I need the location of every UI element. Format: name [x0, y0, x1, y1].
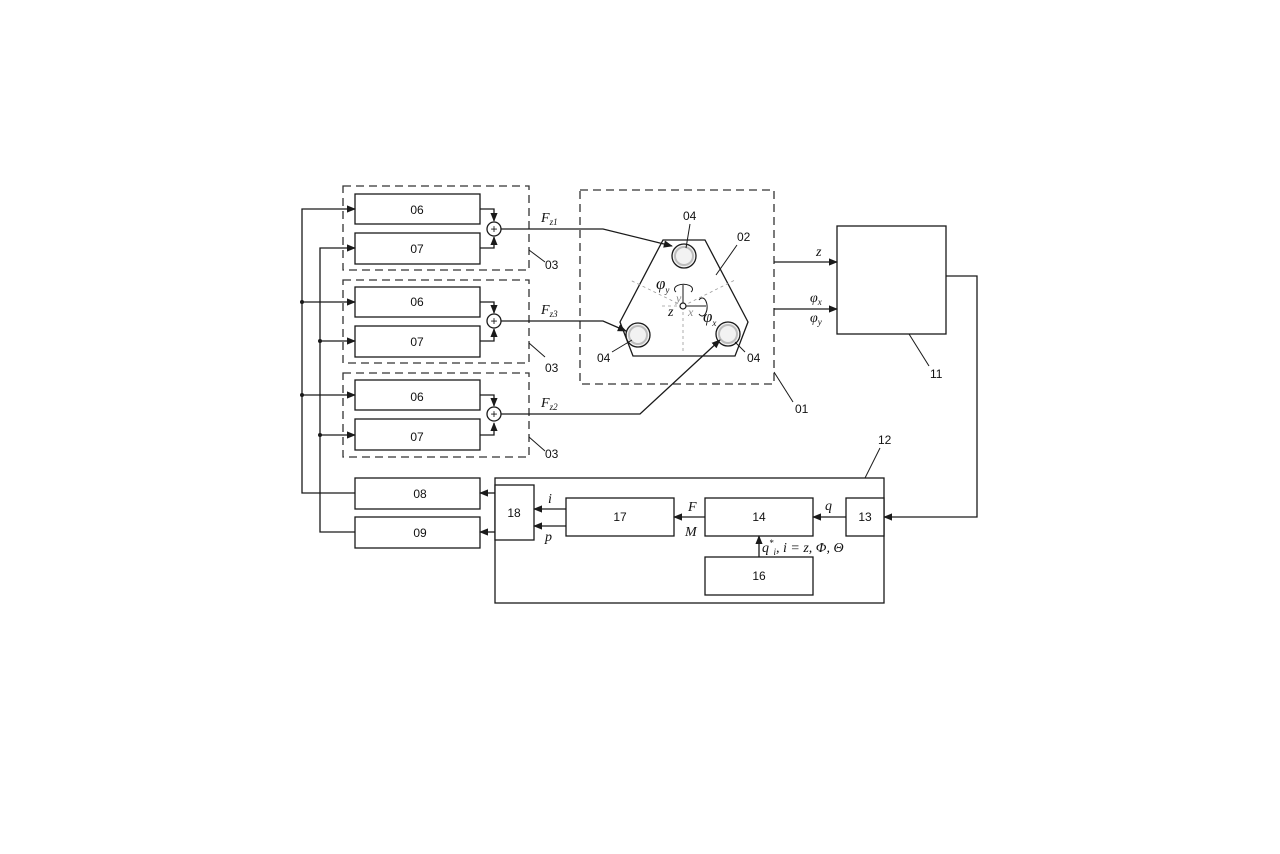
block-06-group3-label: 06: [410, 295, 424, 309]
platform-frame: [579, 189, 775, 385]
block-07-group2: [354, 418, 481, 451]
axis-x-label: x: [687, 305, 694, 319]
label-04-top: 04: [683, 209, 697, 223]
axis-y-label: y: [675, 291, 682, 305]
signal-F-label: F: [687, 500, 697, 515]
block-08: [354, 477, 481, 510]
block-07-group3-label: 07: [410, 335, 424, 349]
reference-signal-label: q*i, i = z, Φ, Θ: [762, 538, 844, 557]
block-16-label: 16: [752, 569, 766, 583]
force-fz2-label: Fz2: [540, 396, 558, 412]
actuator-group-frame-2: [342, 372, 530, 458]
block-13-label: 13: [858, 510, 872, 524]
label-03-group1: 03: [545, 258, 559, 272]
block-13: [845, 497, 885, 537]
block-06-group1-label: 06: [410, 203, 424, 217]
label-03-group2: 03: [545, 447, 559, 461]
force-fz1-label: Fz1: [540, 211, 558, 227]
block-07-group1-label: 07: [410, 242, 424, 256]
block-17: [565, 497, 675, 537]
block-07-group3: [354, 325, 481, 358]
output-z-label: z: [815, 245, 822, 260]
block-06-group1: [354, 193, 481, 225]
output-phi-y-label: φy: [810, 311, 822, 327]
summing-junction-3-sign: +: [490, 314, 497, 328]
block-07-group2-label: 07: [410, 430, 424, 444]
block-06-group2: [354, 379, 481, 411]
axis-z-label: z: [667, 305, 674, 320]
phi-x-rotation-label: φx: [703, 307, 716, 328]
block-11: [836, 225, 947, 335]
block-08-label: 08: [413, 487, 427, 501]
block-09: [354, 516, 481, 549]
signal-i-label: i: [548, 492, 552, 507]
summing-junction-1-sign: +: [490, 222, 497, 236]
label-03-group3: 03: [545, 361, 559, 375]
summing-junction-2-sign: +: [490, 407, 497, 421]
block-14-label: 14: [752, 510, 766, 524]
block-07-group1: [354, 232, 481, 265]
label-11: 11: [930, 367, 943, 381]
force-fz3-label: Fz3: [540, 303, 558, 319]
block-18: [494, 484, 535, 541]
label-04-right: 04: [747, 351, 761, 365]
block-06-group2-label: 06: [410, 390, 424, 404]
block-17-label: 17: [613, 510, 627, 524]
signal-p-label: p: [544, 530, 552, 545]
label-01: 01: [795, 402, 809, 416]
label-12: 12: [878, 433, 892, 447]
block-09-label: 09: [413, 526, 427, 540]
triangular-platform: [619, 239, 749, 357]
signal-q-label: q: [825, 499, 832, 514]
label-04-left: 04: [597, 351, 611, 365]
output-phi-x-label: φx: [810, 291, 822, 307]
signal-M-label: M: [684, 525, 698, 540]
block-16: [704, 556, 814, 596]
actuator-group-frame-1: [342, 185, 530, 271]
phi-y-rotation-label: φy: [656, 274, 669, 295]
block-18-label: 18: [507, 506, 521, 520]
label-02: 02: [737, 230, 751, 244]
